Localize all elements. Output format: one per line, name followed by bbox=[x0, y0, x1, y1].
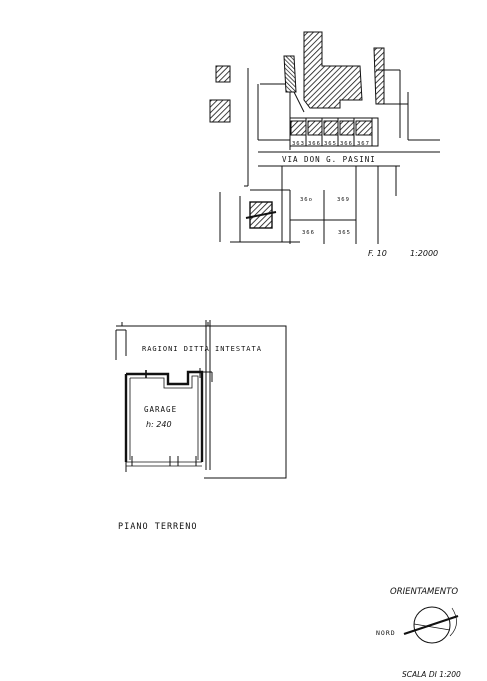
neighbor-label: RAGIONI DITTA INTESTATA bbox=[142, 345, 262, 353]
north-arrow-icon bbox=[403, 614, 459, 636]
parcel-numbers-low: 366 365 bbox=[302, 230, 351, 236]
street-name: VIA DON G. PASINI bbox=[282, 155, 376, 164]
svg-text:363: 363 bbox=[292, 141, 305, 147]
compass-rose bbox=[403, 606, 459, 644]
parcel-numbers-top: 363 366 365 366 367 bbox=[292, 141, 370, 147]
terrace-unit-2 bbox=[307, 120, 323, 136]
building-small-top-right bbox=[373, 47, 385, 105]
svg-text:366: 366 bbox=[302, 230, 315, 236]
room-height: h: 240 bbox=[146, 420, 172, 429]
svg-text:365: 365 bbox=[324, 141, 337, 147]
orientation-title: ORIENTAMENTO bbox=[390, 587, 458, 597]
terrace-unit-3 bbox=[323, 120, 339, 136]
room-label-garage: GARAGE bbox=[144, 405, 177, 414]
sheet-reference: F. 10 bbox=[368, 249, 387, 258]
svg-text:367: 367 bbox=[357, 141, 370, 147]
building-small-1 bbox=[215, 65, 231, 83]
terrace-unit-1 bbox=[290, 120, 307, 136]
svg-text:36o: 36o bbox=[300, 197, 313, 203]
floor-title: PIANO TERRENO bbox=[118, 522, 198, 532]
site-plan bbox=[209, 31, 440, 244]
terrace-unit-4 bbox=[339, 120, 355, 136]
terrace-unit-5 bbox=[355, 120, 373, 136]
drawing-scale: SCALA DI 1:200 bbox=[402, 670, 461, 679]
svg-text:369: 369 bbox=[337, 197, 350, 203]
north-label: NORD bbox=[376, 629, 396, 637]
building-small-top-left bbox=[283, 55, 297, 93]
svg-text:365: 365 bbox=[338, 230, 351, 236]
svg-text:366: 366 bbox=[340, 141, 353, 147]
compass-circle-icon bbox=[413, 606, 451, 644]
floor-plan bbox=[115, 320, 287, 479]
building-large bbox=[303, 31, 363, 109]
parcel-numbers-mid: 36o 369 bbox=[300, 197, 350, 203]
building-small-2 bbox=[209, 99, 231, 123]
site-scale: 1:2000 bbox=[410, 249, 438, 258]
svg-text:366: 366 bbox=[308, 141, 321, 147]
